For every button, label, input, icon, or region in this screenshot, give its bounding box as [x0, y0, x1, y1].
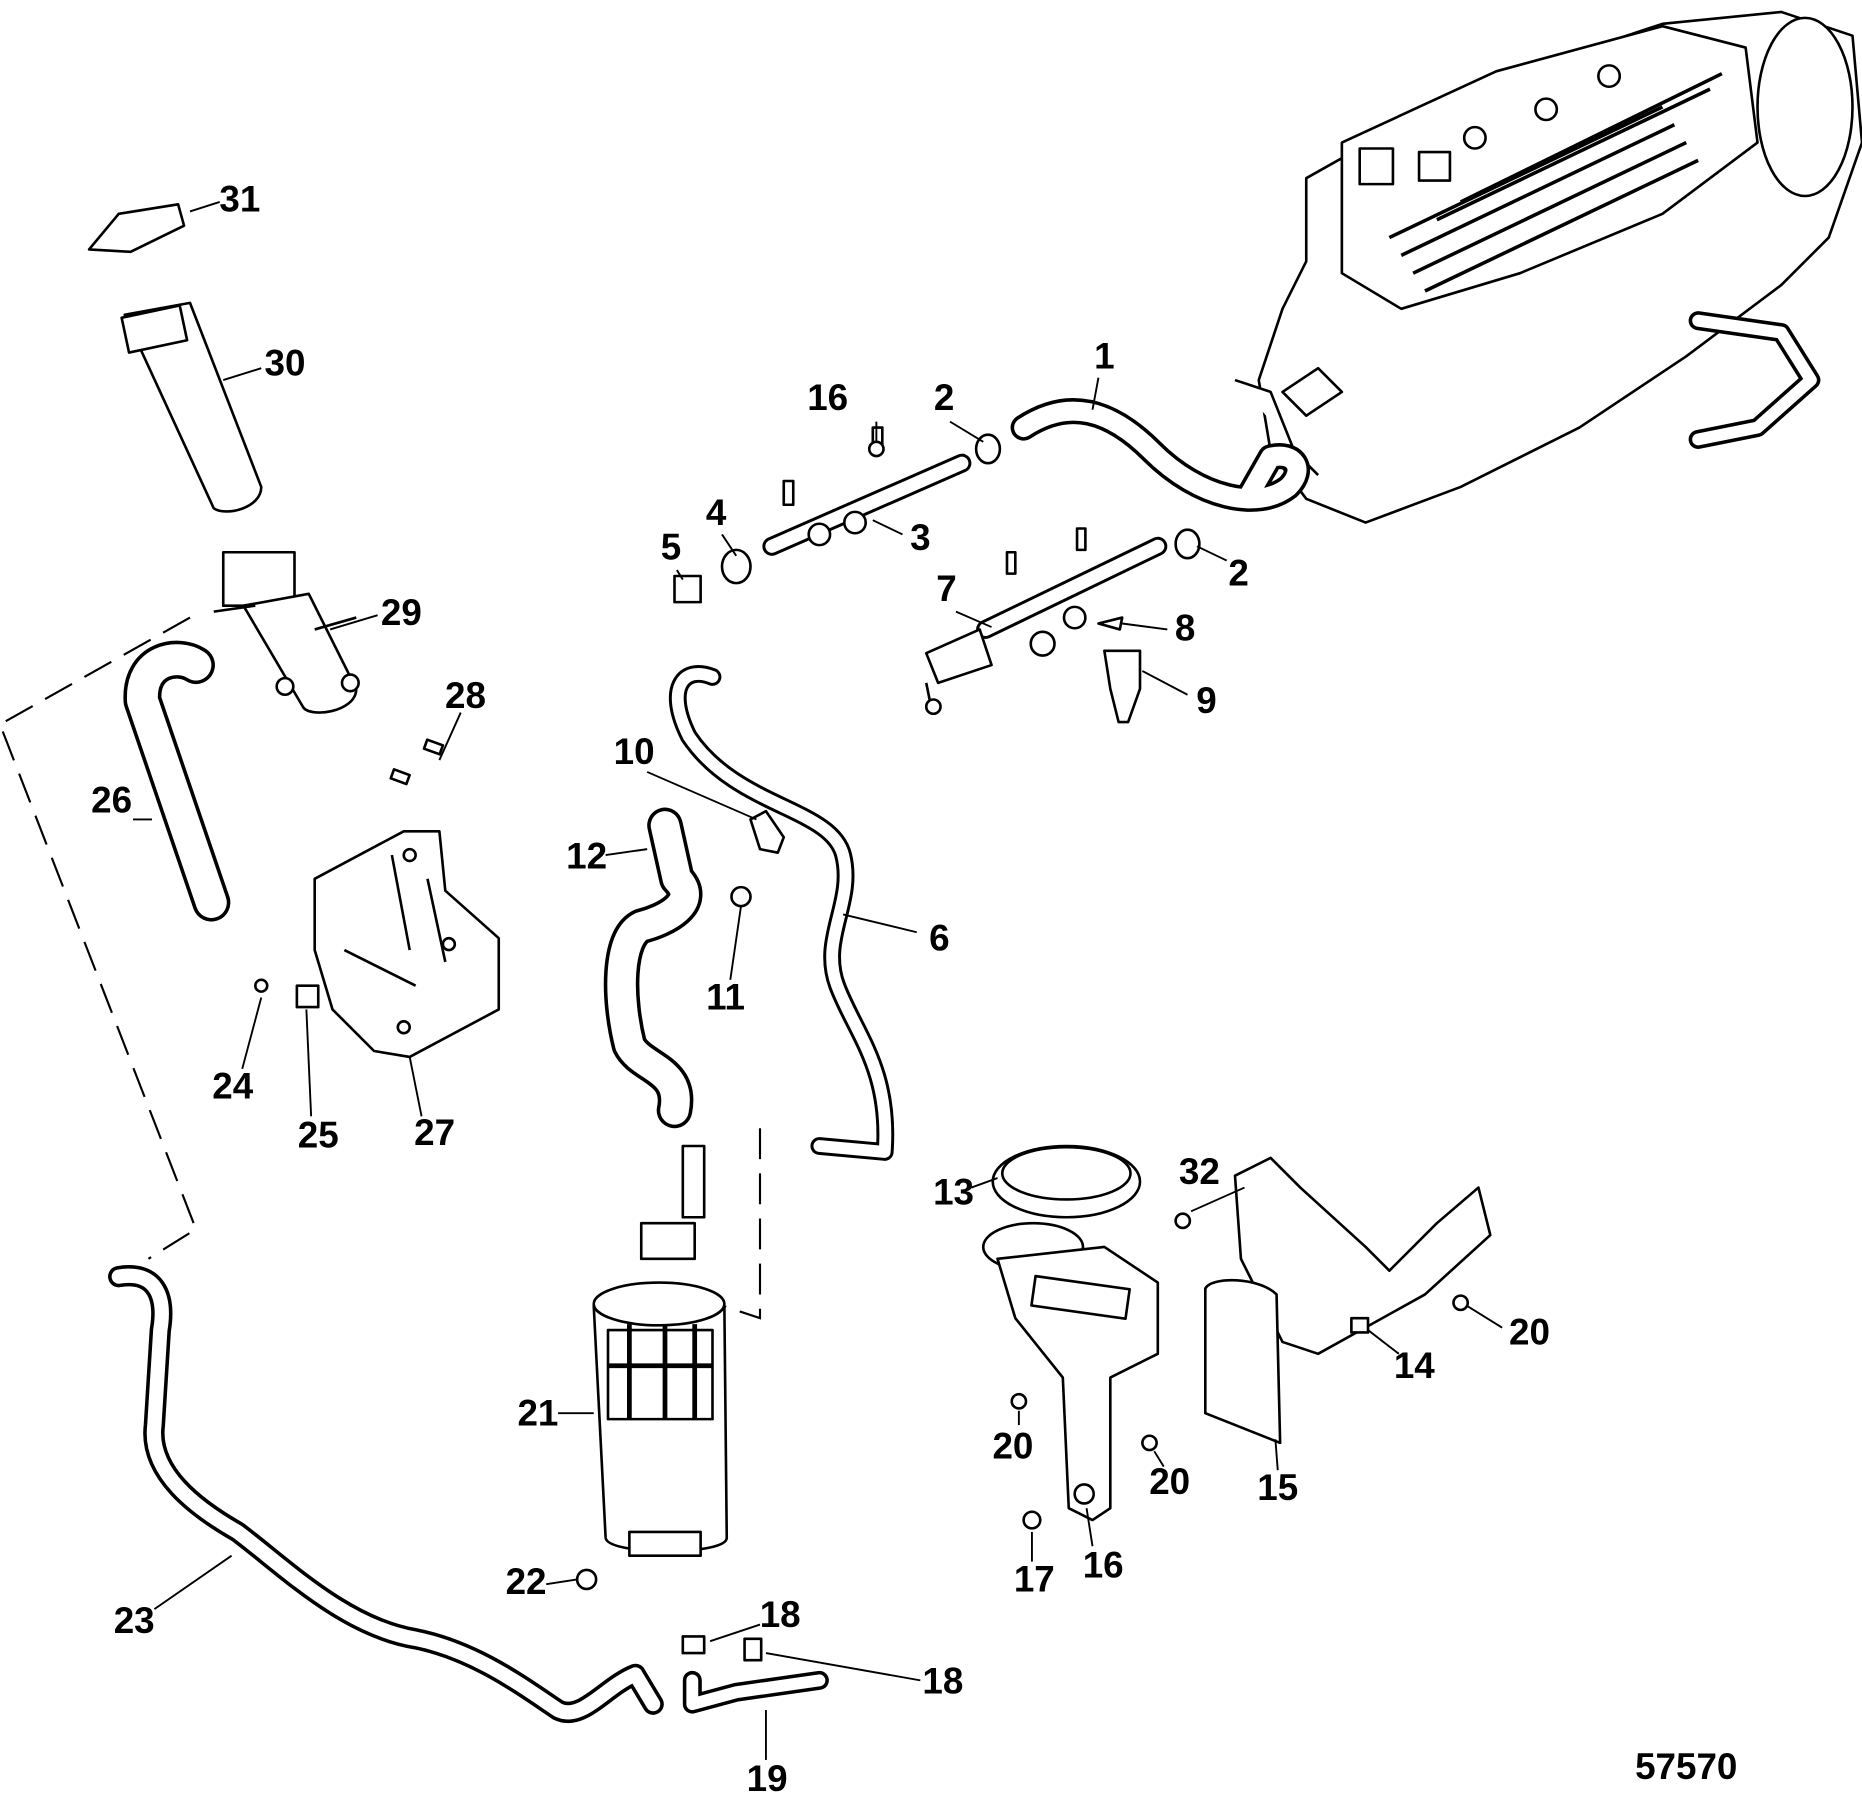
callout-24: 24: [212, 1066, 253, 1107]
callout-1: 1: [1094, 335, 1114, 376]
callout-18a: 18: [760, 1594, 801, 1635]
callout-13: 13: [933, 1171, 974, 1212]
fuel-hose-12: [603, 807, 703, 1129]
fuel-rail-lower: [924, 527, 1168, 724]
fuel-filter-top: [87, 203, 263, 513]
callout-20b: 20: [992, 1426, 1033, 1467]
callout-32: 32: [1179, 1151, 1220, 1192]
shield-plate: [1204, 1156, 1492, 1445]
mount-bracket: [996, 1245, 1160, 1522]
seal-ring: [981, 1144, 1142, 1272]
callout-30: 30: [265, 343, 306, 384]
callout-7: 7: [936, 568, 956, 609]
callout-5: 5: [661, 527, 681, 568]
callout-labels: 31 30 29 28 26 24 25 27 16 2 1 3 4 5 2 7…: [91, 179, 1737, 1798]
callout-25: 25: [298, 1114, 339, 1155]
callout-26: 26: [91, 780, 132, 821]
bolts: [867, 440, 1470, 1530]
fuel-rail-upper: [673, 426, 972, 604]
fuel-hose-23: [108, 1265, 664, 1723]
callout-20a: 20: [1509, 1312, 1550, 1353]
callout-18b: 18: [922, 1661, 963, 1702]
callout-20c: 20: [1149, 1461, 1190, 1502]
callout-19: 19: [747, 1758, 788, 1798]
callout-9: 9: [1196, 680, 1216, 721]
callout-27: 27: [414, 1112, 455, 1153]
callout-12: 12: [566, 835, 607, 876]
callout-10: 10: [614, 731, 655, 772]
callout-4: 4: [706, 492, 727, 533]
bolt: [575, 1568, 598, 1591]
callout-23: 23: [114, 1600, 155, 1641]
callout-2b: 2: [1228, 553, 1248, 594]
callout-15: 15: [1257, 1467, 1298, 1508]
fitting: [681, 1635, 829, 1714]
callout-31: 31: [219, 179, 260, 220]
callout-28: 28: [445, 675, 486, 716]
nut: [730, 885, 752, 908]
assembly-dashed-lines: [0, 616, 762, 1320]
filter-housing: [213, 550, 360, 714]
engine-manifold: [1234, 10, 1862, 524]
fuel-hose-1: [1010, 398, 1310, 512]
callout-17: 17: [1014, 1559, 1055, 1600]
filter-bracket: [254, 738, 501, 1059]
callout-14: 14: [1394, 1345, 1435, 1386]
fuel-hose-6: [668, 665, 895, 1161]
callout-6: 6: [929, 917, 949, 958]
callout-16b: 16: [1083, 1544, 1124, 1585]
fuel-pump-module: [592, 1144, 729, 1557]
fuel-hose-26: [123, 640, 231, 922]
hose-clamp: [1174, 528, 1201, 560]
leader-lines: [133, 201, 1503, 1760]
callout-16: 16: [807, 377, 848, 418]
callout-11: 11: [706, 977, 745, 1018]
callout-8: 8: [1175, 607, 1195, 648]
callout-29: 29: [381, 592, 422, 633]
hose-clip: [749, 809, 786, 854]
diagram-id: 57570: [1635, 1746, 1737, 1787]
callout-3: 3: [910, 517, 930, 558]
callout-21: 21: [517, 1392, 558, 1433]
callout-2: 2: [934, 377, 954, 418]
callout-22: 22: [506, 1561, 547, 1602]
